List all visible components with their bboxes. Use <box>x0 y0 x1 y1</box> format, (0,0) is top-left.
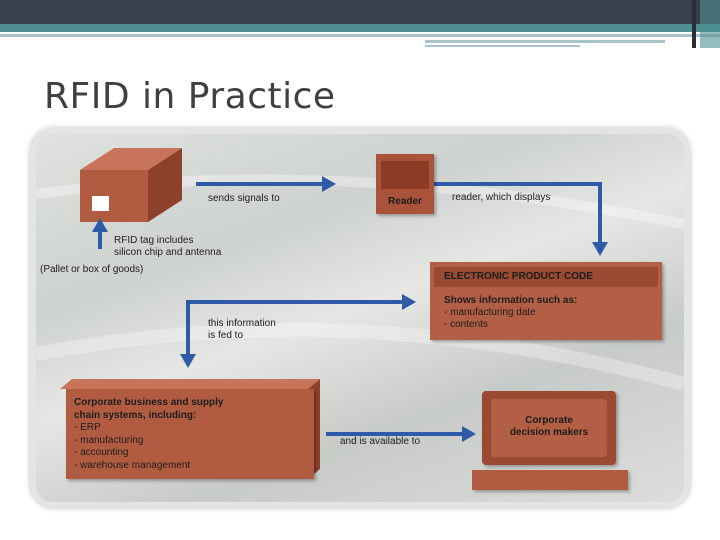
tag-caption: RFID tag includes silicon chip and anten… <box>114 235 222 258</box>
epc-header: ELECTRONIC PRODUCT CODE <box>434 267 658 287</box>
monitor-base <box>472 470 628 490</box>
epc-title: ELECTRONIC PRODUCT CODE <box>444 271 593 282</box>
epc-item: - manufacturing date <box>444 307 536 318</box>
corporate-system-item: - accounting <box>74 447 129 458</box>
header-corner-accent <box>700 0 720 48</box>
arrow-label-available-to: and is available to <box>340 436 421 447</box>
diagram-frame: RFID tag includes silicon chip and anten… <box>30 128 690 508</box>
corporate-systems-heading: Corporate business and supply chain syst… <box>74 397 224 421</box>
arrow-to-epc <box>434 182 602 246</box>
arrowhead <box>402 294 416 310</box>
arrowhead <box>92 218 108 232</box>
pallet-caption: (Pallet or box of goods) <box>40 264 144 275</box>
header-rule <box>0 34 720 37</box>
arrowhead <box>592 242 608 256</box>
diagram-panel: RFID tag includes silicon chip and anten… <box>36 134 684 502</box>
corporate-systems-box: Corporate business and supply chain syst… <box>66 389 314 479</box>
reader-label: Reader <box>388 196 422 207</box>
arrow-label-fed-to: this information is fed to <box>208 318 276 341</box>
decision-makers-monitor: Corporate decision makers <box>482 391 616 465</box>
pallet-box <box>80 148 182 222</box>
epc-item: - contents <box>444 319 488 330</box>
corporate-systems-text: Corporate business and supply chain syst… <box>74 397 223 472</box>
background-curve <box>36 323 684 391</box>
corporate-system-item: - ERP <box>74 422 101 433</box>
arrowhead <box>322 176 336 192</box>
slide-title: RFID in Practice <box>44 76 336 117</box>
corporate-system-item: - manufacturing <box>74 434 144 446</box>
arrow-to-corporate <box>186 300 406 359</box>
reader-screen <box>381 161 429 189</box>
arrow-label-sends-signals: sends signals to <box>208 193 280 204</box>
arrowhead <box>462 426 476 442</box>
flow-arrows <box>98 182 602 436</box>
diagram-graphics <box>36 148 684 479</box>
slide-header-bar <box>0 0 720 48</box>
monitor-screen: Corporate decision makers <box>491 399 607 457</box>
header-rule-segment-short <box>425 45 580 47</box>
rfid-tag <box>92 196 109 211</box>
arrow-label-reader-displays: reader, which displays <box>452 192 551 203</box>
header-accent-band <box>0 24 720 32</box>
decision-makers-label: Corporate decision makers <box>509 415 589 438</box>
epc-box: ELECTRONIC PRODUCT CODE Shows informatio… <box>430 262 662 340</box>
reader-device: Reader <box>376 154 434 214</box>
arrowhead <box>180 354 196 368</box>
epc-body: Shows information such as: - manufacturi… <box>444 295 577 331</box>
corporate-system-item: - warehouse management <box>74 459 191 471</box>
header-corner-bar <box>692 0 696 48</box>
epc-body-heading: Shows information such as: <box>444 295 578 306</box>
header-rule-segment <box>425 40 665 43</box>
